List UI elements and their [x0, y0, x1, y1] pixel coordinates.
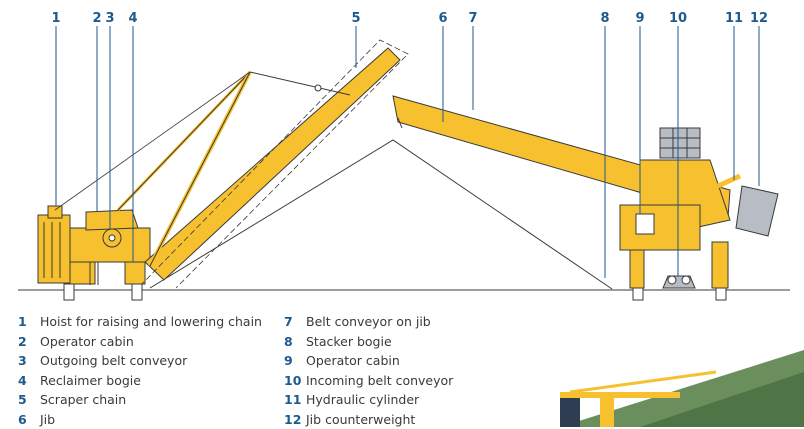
scraper-boom — [145, 48, 400, 280]
legend-number: 3 — [18, 351, 40, 371]
legend-number: 11 — [284, 390, 306, 410]
legend-label: Reclaimer bogie — [40, 371, 141, 391]
hoist-house — [38, 215, 70, 283]
legend-label: Operator cabin — [40, 332, 134, 352]
legend-label: Stacker bogie — [306, 332, 392, 352]
stacker-machine — [393, 96, 778, 288]
legend-number: 8 — [284, 332, 306, 352]
stacker-operator-cabin — [636, 214, 654, 234]
callout-12: 12 — [750, 11, 768, 26]
legend-label: Jib counterweight — [306, 410, 415, 429]
callout-numbers: 1 2 3 4 5 6 7 8 9 10 11 12 — [51, 11, 768, 26]
hydraulic-cylinder — [718, 176, 740, 186]
callout-10: 10 — [669, 11, 687, 26]
legend-number: 9 — [284, 351, 306, 371]
legend-label: Hoist for raising and lowering chain — [40, 312, 262, 332]
reclaimer-bogie — [125, 262, 145, 284]
hoist-unit — [48, 206, 62, 218]
stacker-body — [620, 205, 700, 250]
legend-label: Operator cabin — [306, 351, 400, 371]
jib-counterweight — [736, 186, 778, 236]
legend-number: 7 — [284, 312, 306, 332]
callout-11: 11 — [725, 11, 743, 26]
legend-number: 5 — [18, 390, 40, 410]
incoming-belt-conveyor — [663, 276, 695, 288]
callout-2: 2 — [92, 11, 101, 26]
reclaimer-wheels — [64, 284, 142, 300]
callout-9: 9 — [635, 11, 644, 26]
legend-number: 6 — [18, 410, 40, 429]
reclaimer-machine — [38, 40, 408, 288]
legend-number: 2 — [18, 332, 40, 352]
legend-label: Belt conveyor on jib — [306, 312, 431, 332]
photo-thumbnail — [560, 350, 804, 427]
legend-label: Jib — [40, 410, 55, 429]
callout-5: 5 — [351, 11, 360, 26]
reclaimer-operator-cabin — [86, 210, 138, 230]
legend-number: 12 — [284, 410, 306, 429]
legend-number: 10 — [284, 371, 306, 391]
stacker-bogie — [630, 250, 644, 288]
legend-number: 1 — [18, 312, 40, 332]
legend-number: 4 — [18, 371, 40, 391]
callout-6: 6 — [438, 11, 447, 26]
legend-label: Outgoing belt conveyor — [40, 351, 187, 371]
legend-label: Scraper chain — [40, 390, 126, 410]
stacker-mast — [660, 128, 700, 158]
callout-8: 8 — [600, 11, 609, 26]
callout-1: 1 — [51, 11, 60, 26]
legend-label: Hydraulic cylinder — [306, 390, 419, 410]
legend-label: Incoming belt conveyor — [306, 371, 453, 391]
callout-4: 4 — [128, 11, 137, 26]
callout-7: 7 — [468, 11, 477, 26]
callout-3: 3 — [105, 11, 114, 26]
